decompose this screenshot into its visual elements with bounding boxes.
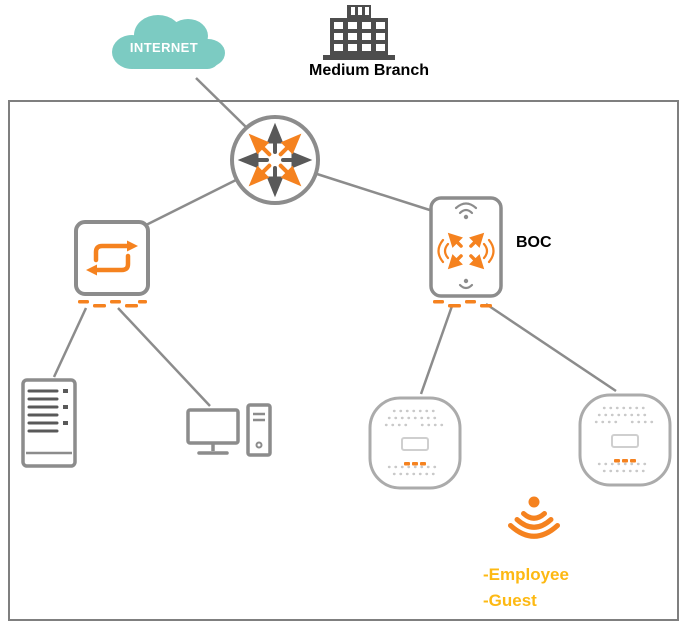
desktop-node [186,402,274,466]
wifi-broadcast-node [506,494,562,546]
cloud-icon [112,15,225,69]
access-point-2-node [576,391,674,489]
boc-node [424,196,508,310]
diagram-frame [8,100,679,621]
medium-branch-node [316,4,402,62]
ssid-labels: -Employee -Guest [483,562,569,614]
desktop-icon [186,403,272,457]
building-icon [323,5,395,60]
router-icon [230,115,320,205]
internet-node: INTERNET [98,8,230,78]
switch-icon [74,220,150,308]
wifi-signal-icon [508,496,560,539]
router-node [227,112,323,208]
gateway-icon [429,196,503,308]
access-point-icon [578,393,672,487]
switch-node [72,218,152,310]
access-point-1-node [366,394,464,492]
boc-label: BOC [516,234,552,251]
ssid-employee-label: -Employee [483,565,569,584]
server-icon [21,378,77,468]
medium-branch-label: Medium Branch [308,62,429,79]
ssid-guest-label: -Guest [483,591,537,610]
server-node [16,377,82,471]
access-point-icon [368,396,462,490]
internet-label: INTERNET [129,40,199,55]
